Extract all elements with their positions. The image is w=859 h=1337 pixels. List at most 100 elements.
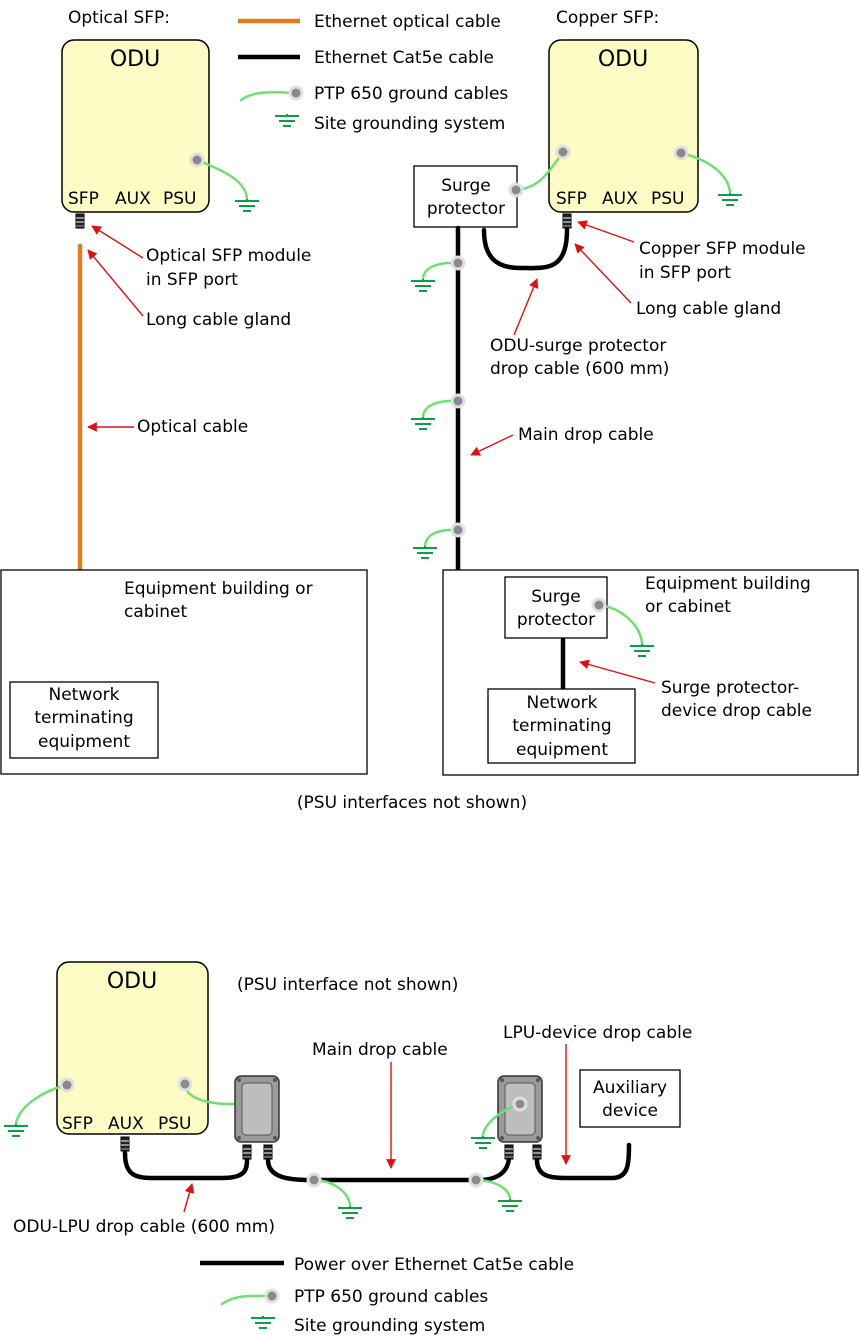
legend-ground-cables-label: PTP 650 ground cables	[314, 84, 508, 104]
odu-copper-title: ODU	[598, 47, 648, 72]
bottom-main-drop-label: Main drop cable	[312, 1040, 448, 1060]
legend-ground-point	[288, 85, 304, 101]
optical-cable-label: Optical cable	[137, 417, 248, 437]
ground-point	[189, 152, 205, 168]
copper-port-psu-label: PSU	[651, 189, 685, 209]
optical-sfp-module-label-1: Optical SFP module	[146, 246, 311, 266]
auxiliary-device	[579, 1069, 681, 1128]
surge-device-pointer	[579, 659, 656, 684]
ground-symbol	[497, 1198, 523, 1212]
aux-gland	[120, 1136, 130, 1152]
sfp-module-pointer	[91, 225, 144, 259]
lpu-right-ground-point	[512, 1096, 528, 1112]
aux-device-label-1: Auxiliary	[593, 1078, 667, 1098]
building-right-label-1: Equipment building	[645, 574, 811, 594]
bottom-main-drop-cable	[265, 1155, 512, 1183]
optical-sfp-heading: Optical SFP:	[68, 8, 170, 28]
surge-top-label-2: protector	[427, 199, 505, 219]
bottom-port-psu-label: PSU	[158, 1114, 192, 1134]
surge-device-label-2: device drop cable	[661, 701, 812, 721]
copper-sfp-pointer	[577, 220, 635, 243]
copper-sfp-gland	[562, 213, 572, 229]
ground-symbol	[234, 198, 260, 212]
main-drop-pointer	[470, 434, 514, 456]
port-aux-label: AUX	[115, 189, 151, 209]
odu-surge-label-1: ODU-surge protector	[490, 336, 666, 356]
legend-ground-point	[264, 1288, 280, 1304]
ground-symbol	[412, 545, 438, 559]
lpu-device-drop-cable	[534, 1142, 632, 1181]
odu-psu-ground-point	[673, 145, 689, 161]
ground-symbol	[410, 278, 436, 292]
ground-point	[306, 1172, 322, 1188]
copper-sfp-module-label-2: in SFP port	[639, 263, 731, 283]
legend-ground-cable	[220, 1294, 274, 1306]
odu-surge-pointer	[513, 278, 539, 336]
surge-bottom-ground-point	[591, 597, 607, 613]
bottom-port-sfp-label: SFP	[62, 1114, 93, 1134]
nte-left-label-3: equipment	[38, 732, 130, 752]
psu-interfaces-note: (PSU interfaces not shown)	[297, 793, 527, 813]
aux-device-label-2: device	[602, 1101, 658, 1121]
legend-ground-cable	[239, 90, 298, 102]
copper-gland-pointer	[574, 243, 632, 304]
legend-grounding-system-label: Site grounding system	[314, 114, 505, 134]
nte-left-label-1: Network	[49, 685, 120, 705]
copper-port-aux-label: AUX	[602, 189, 638, 209]
lpu-left-gland-1	[242, 1144, 252, 1160]
odu-lpu-pointer	[183, 1183, 195, 1213]
nte-right	[487, 688, 636, 764]
odu-sfp-ground-point	[59, 1077, 75, 1093]
ground-symbol	[717, 192, 743, 206]
psu-ground-cable	[679, 151, 732, 194]
surge-bottom-label-2: protector	[517, 610, 595, 630]
odu-psu-ground-point	[177, 1076, 193, 1092]
ground-symbol	[337, 1205, 363, 1219]
odu-bottom-title: ODU	[107, 969, 157, 994]
surge-device-label-1: Surge protector-	[661, 678, 799, 698]
lpu-right-gland-1	[504, 1144, 514, 1160]
ground-point	[450, 255, 466, 271]
gland-pointer	[87, 249, 144, 317]
bottom-port-aux-label: AUX	[108, 1114, 144, 1134]
nte-right-label-1: Network	[527, 693, 598, 713]
lpu-right-gland-2	[532, 1144, 542, 1160]
port-sfp-label: SFP	[68, 189, 99, 209]
ground-point	[468, 1172, 484, 1188]
building-left-label-1: Equipment building or	[124, 579, 313, 599]
optical-sfp-module-label-2: in SFP port	[146, 270, 238, 290]
legend-grounding-system-label: Site grounding system	[294, 1316, 485, 1336]
surge-bottom-label-1: Surge	[531, 587, 581, 607]
nte-left	[9, 681, 159, 759]
ground-point	[450, 393, 466, 409]
odu-bottom	[56, 961, 209, 1135]
ground-symbol	[410, 416, 436, 430]
surge-top-ground-point	[508, 182, 524, 198]
nte-right-label-2: terminating	[512, 716, 611, 736]
odu-surge-label-2: drop cable (600 mm)	[490, 359, 669, 379]
odu-optical	[61, 39, 210, 213]
building-left-label-2: cabinet	[124, 602, 188, 622]
odu-copper	[548, 39, 699, 213]
psu-interface-note: (PSU interface not shown)	[237, 975, 458, 995]
copper-gland-label: Long cable gland	[636, 299, 781, 319]
copper-sfp-heading: Copper SFP:	[556, 8, 659, 28]
building-right-label-2: or cabinet	[645, 597, 731, 617]
copper-port-sfp-label: SFP	[556, 189, 587, 209]
lpu-device-label: LPU-device drop cable	[503, 1023, 692, 1043]
surge-top-label-1: Surge	[441, 176, 491, 196]
ground-symbol	[3, 1123, 29, 1137]
ground-point	[450, 522, 466, 538]
ground-symbol	[470, 1135, 496, 1149]
legend-ground-symbol	[250, 1315, 276, 1329]
lpu-left	[234, 1075, 280, 1143]
optical-gland-label: Long cable gland	[146, 310, 291, 330]
nte-right-label-3: equipment	[516, 740, 608, 760]
optical-sfp-gland	[75, 213, 85, 229]
odu-surge-drop-cable	[481, 227, 570, 271]
odu-copper-ground-point	[555, 144, 571, 160]
legend-ground-symbol	[274, 113, 300, 127]
main-drop-label: Main drop cable	[518, 425, 654, 445]
legend-ground-cables-label: PTP 650 ground cables	[294, 1287, 488, 1307]
